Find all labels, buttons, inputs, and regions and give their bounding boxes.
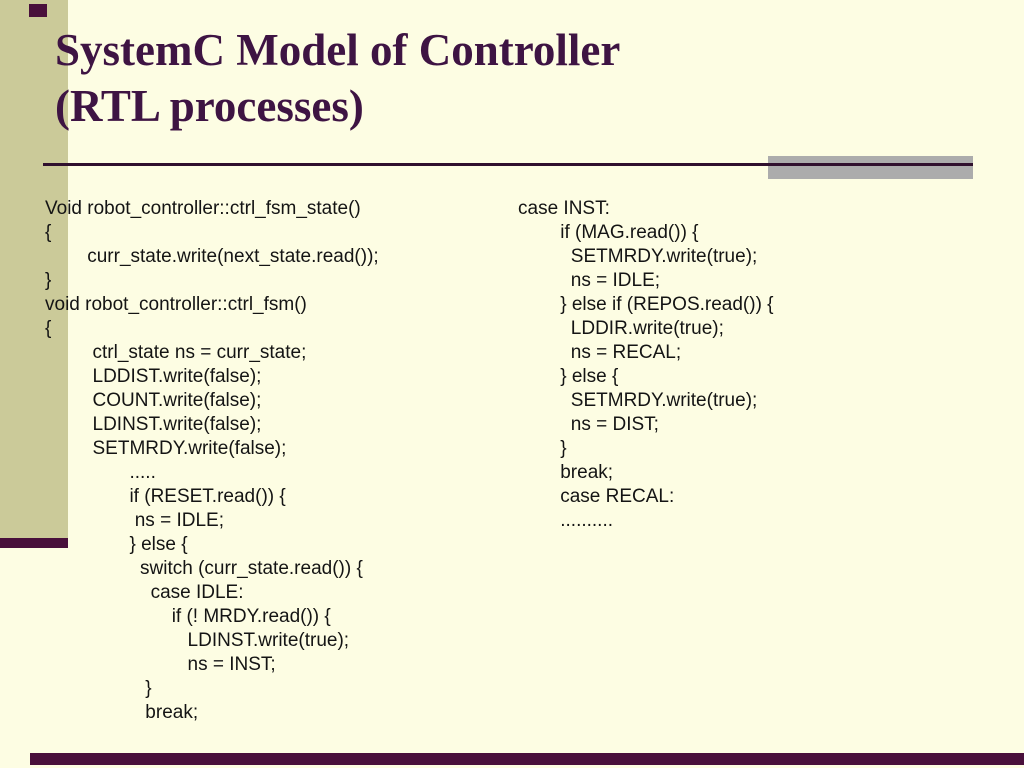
code-line: if (MAG.read()) {: [518, 222, 699, 243]
code-line: break;: [45, 702, 199, 723]
code-line: ns = RECAL;: [518, 342, 682, 363]
code-line: } else if (REPOS.read()) {: [518, 294, 774, 315]
left-sidebar-accent-strip: [0, 538, 68, 548]
code-line: COUNT.write(false);: [45, 390, 262, 411]
code-line: ..........: [518, 510, 614, 531]
left-sidebar-bar: [0, 0, 68, 538]
code-line: SETMRDY.write(true);: [518, 246, 758, 267]
code-line: }: [45, 678, 152, 699]
slide-title: SystemC Model of Controller (RTL process…: [55, 22, 975, 134]
code-line: ns = IDLE;: [45, 510, 224, 531]
code-line: case IDLE:: [45, 582, 244, 603]
code-line: } else {: [518, 366, 619, 387]
code-line: break;: [518, 462, 614, 483]
code-line: void robot_controller::ctrl_fsm(): [45, 294, 307, 315]
code-line: SETMRDY.write(true);: [518, 390, 758, 411]
code-line: ctrl_state ns = curr_state;: [45, 342, 307, 363]
code-line: {: [45, 222, 52, 243]
bottom-accent-bar: [30, 753, 1024, 765]
code-line: {: [45, 318, 52, 339]
code-column-right: case INST: if (MAG.read()) { SETMRDY.wri…: [518, 197, 998, 533]
code-line: case RECAL:: [518, 486, 675, 507]
slide-title-line2: (RTL processes): [55, 81, 364, 131]
code-line: switch (curr_state.read()) {: [45, 558, 363, 579]
divider-gray-accent: [768, 156, 973, 179]
code-line: ns = INST;: [45, 654, 276, 675]
code-line: if (RESET.read()) {: [45, 486, 286, 507]
corner-accent-square: [29, 4, 47, 17]
code-line: LDINST.write(true);: [45, 630, 350, 651]
slide-title-line1: SystemC Model of Controller: [55, 25, 621, 75]
code-line: SETMRDY.write(false);: [45, 438, 287, 459]
code-line: curr_state.write(next_state.read());: [45, 246, 379, 267]
code-line: Void robot_controller::ctrl_fsm_state(): [45, 198, 361, 219]
code-column-left: Void robot_controller::ctrl_fsm_state(){…: [45, 197, 515, 725]
code-line: LDINST.write(false);: [45, 414, 262, 435]
code-line: LDDIST.write(false);: [45, 366, 262, 387]
code-line: case INST:: [518, 198, 610, 219]
code-line: } else {: [45, 534, 188, 555]
code-line: LDDIR.write(true);: [518, 318, 724, 339]
code-line: .....: [45, 462, 156, 483]
code-line: }: [518, 438, 567, 459]
code-line: ns = IDLE;: [518, 270, 661, 291]
code-line: }: [45, 270, 52, 291]
code-line: if (! MRDY.read()) {: [45, 606, 331, 627]
title-divider-line: [43, 163, 973, 166]
code-line: ns = DIST;: [518, 414, 659, 435]
